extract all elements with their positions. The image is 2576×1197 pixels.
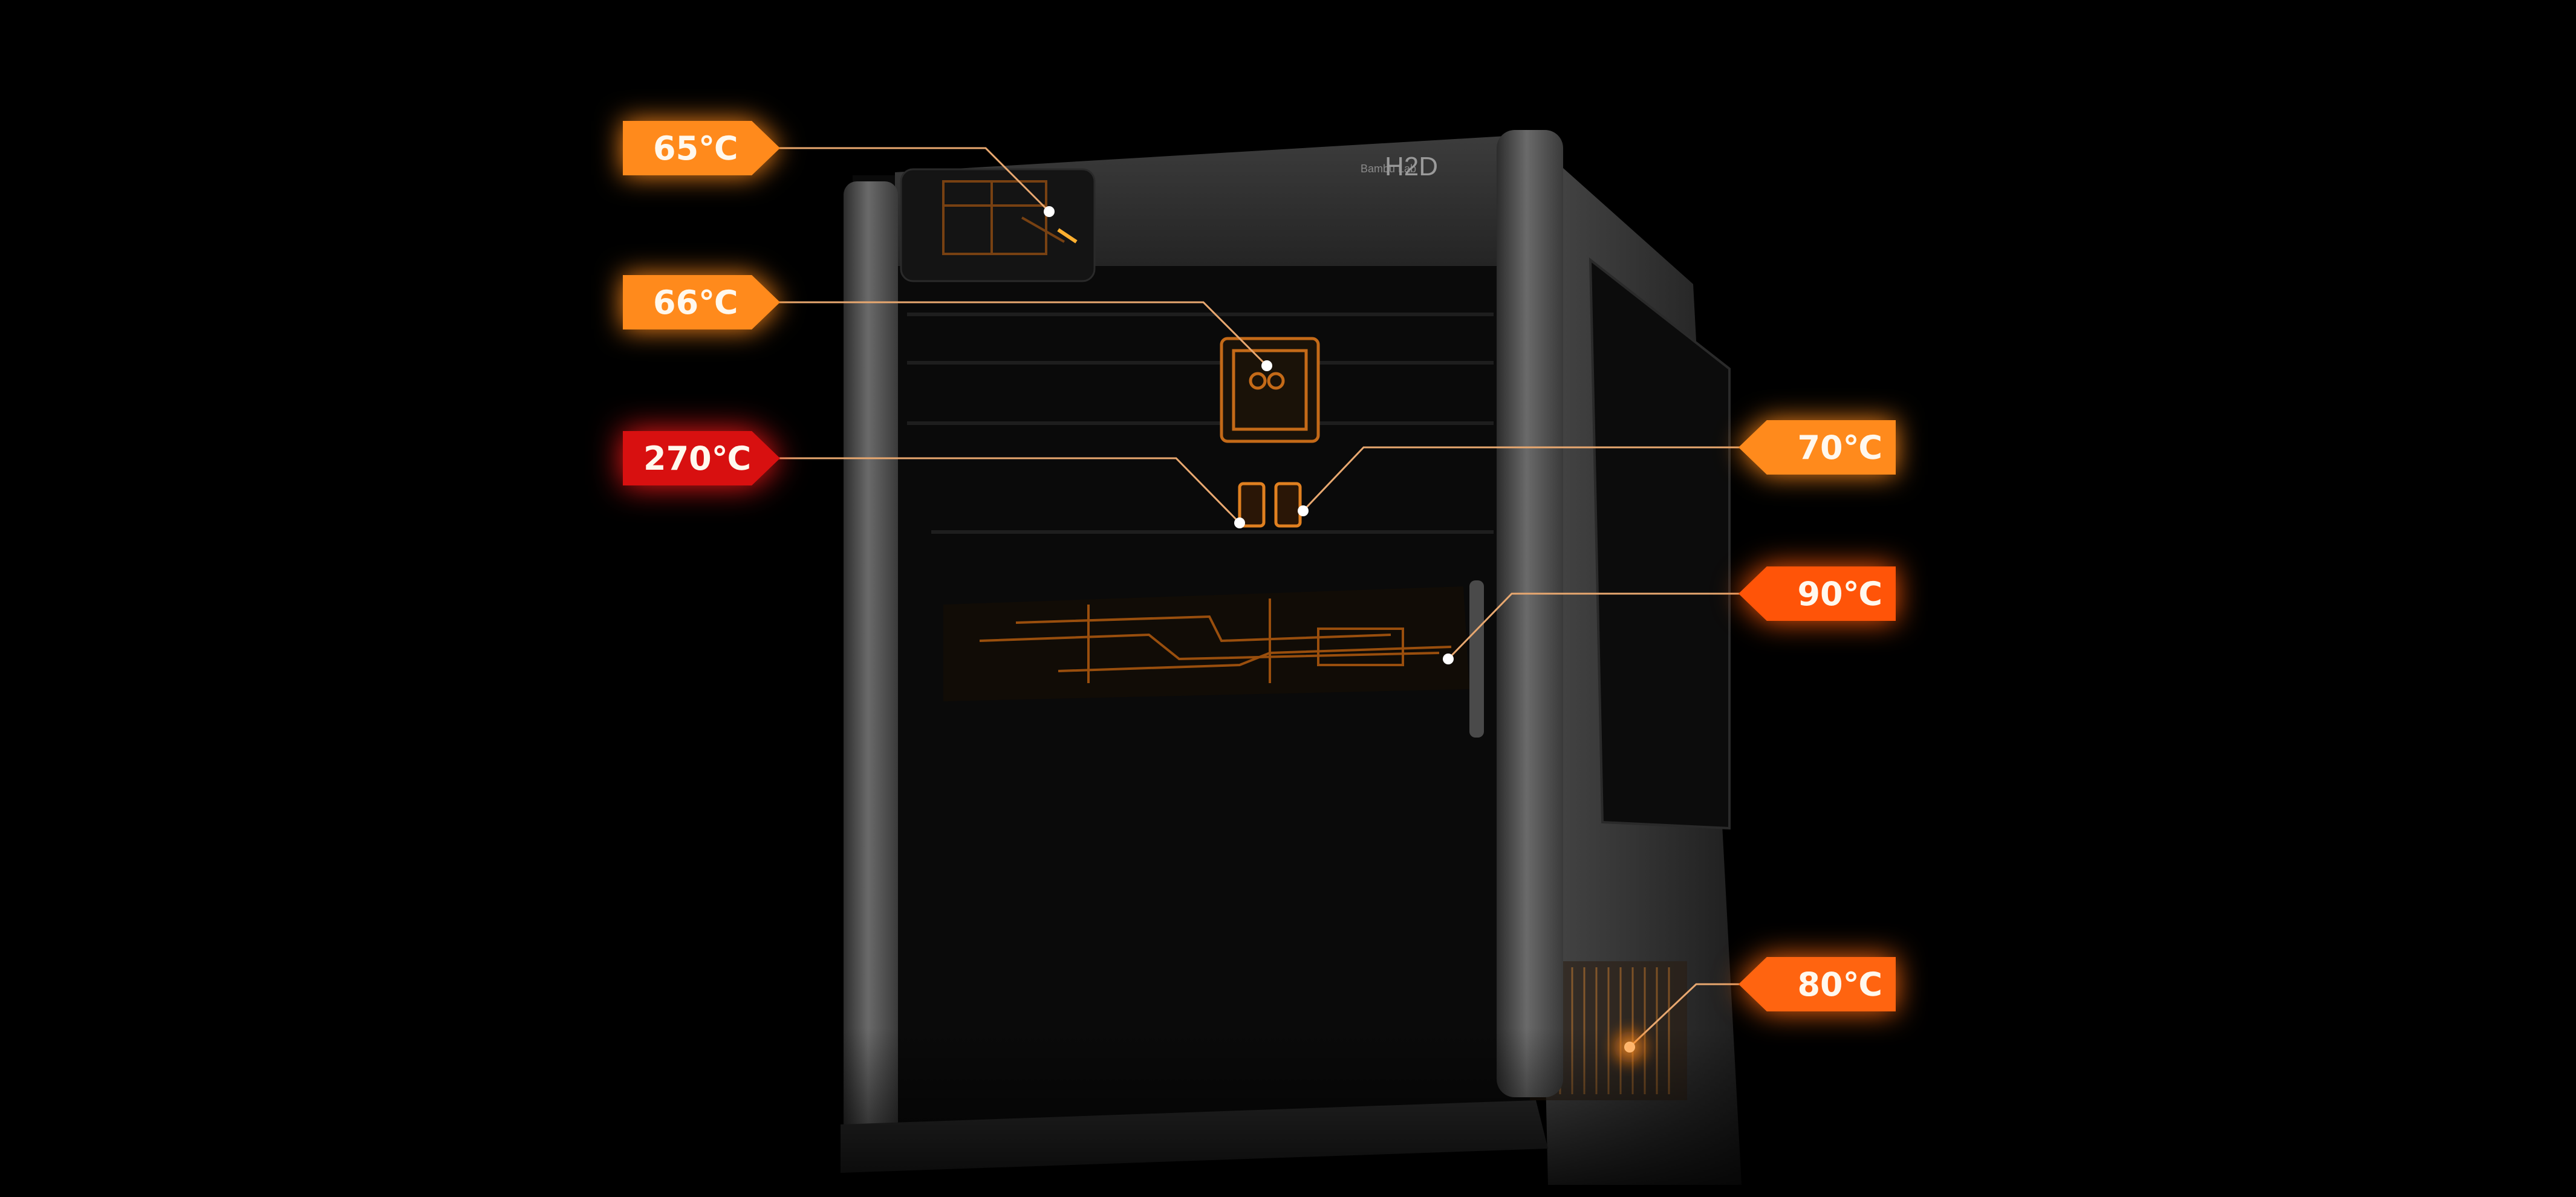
leader-lines xyxy=(774,147,1742,1048)
label-glow-2: 66℃ xyxy=(623,275,780,329)
temp-label-270: 270℃ xyxy=(623,431,780,485)
label-glow-4: 70℃ xyxy=(1738,420,1896,475)
temp-label-90: 90℃ xyxy=(1738,566,1896,621)
temp-label-66: 66℃ xyxy=(623,275,780,329)
temp-value: 65℃ xyxy=(653,129,738,167)
label-glow-6: 80℃ xyxy=(1738,957,1896,1011)
temp-value: 66℃ xyxy=(653,283,738,322)
brand-model-text: H2D xyxy=(1385,152,1438,181)
temp-value: 90℃ xyxy=(1797,574,1882,613)
temp-label-65: 65℃ xyxy=(623,121,780,175)
brand-small-text: Bambu Lab xyxy=(1361,163,1416,175)
label-glow-3: 270℃ xyxy=(623,431,780,485)
temp-label-70: 70℃ xyxy=(1738,420,1896,475)
right-pillar xyxy=(1497,130,1563,1097)
temp-value: 80℃ xyxy=(1797,965,1882,1004)
left-pillar xyxy=(844,181,898,1137)
temp-value: 70℃ xyxy=(1797,428,1882,467)
heated-bed xyxy=(943,580,1484,738)
side-window xyxy=(1589,257,1731,830)
temp-value: 270℃ xyxy=(643,439,752,478)
nozzles xyxy=(1238,482,1302,528)
toolhead xyxy=(1220,337,1320,443)
label-glow-1: 65℃ xyxy=(623,121,780,175)
top-heat-module xyxy=(900,168,1096,282)
temp-label-80: 80℃ xyxy=(1738,957,1896,1011)
label-glow-5: 90℃ xyxy=(1738,566,1896,621)
